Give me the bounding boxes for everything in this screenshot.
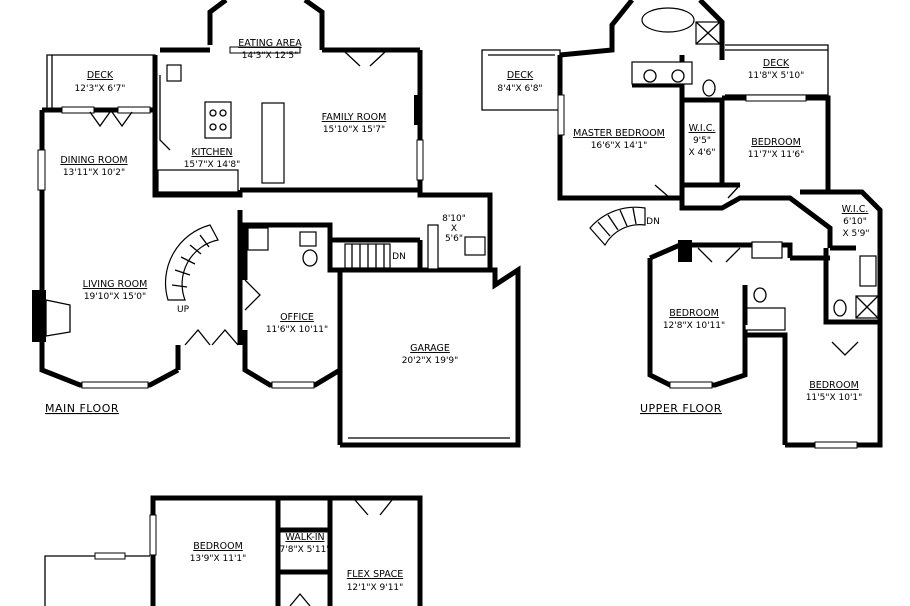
wic1-dim-1: 9'5" — [693, 136, 711, 146]
family-room-dim: 15'10"X 15'7" — [323, 125, 385, 135]
walkin-dim: 7'8"X 5'11" — [280, 545, 331, 555]
upper-floor-walls — [481, 0, 883, 449]
bedroom-lower-label: BEDROOM — [193, 541, 243, 552]
deck-upper-right-label: DECK — [763, 58, 790, 69]
bedroom1-dim: 11'7"X 11'6" — [748, 150, 805, 160]
pantry-dim-2: X — [451, 224, 457, 234]
main-floor-title: MAIN FLOOR — [45, 402, 119, 415]
deck-upper-left-dim: 8'4"X 6'8" — [497, 84, 542, 94]
garage-dim: 20'2"X 19'9" — [402, 356, 459, 366]
stair-up-label: UP — [177, 305, 190, 315]
wic1-label: W.I.C. — [689, 123, 716, 134]
office-label: OFFICE — [280, 312, 314, 323]
bedroom2-label: BEDROOM — [669, 308, 719, 319]
wic2-dim-1: 6'10" — [843, 217, 867, 227]
dining-room-label: DINING ROOM — [60, 155, 127, 166]
deck-upper-left-label: DECK — [507, 70, 534, 81]
flex-space-label: FLEX SPACE — [347, 569, 403, 580]
office-dim: 11'6"X 10'11" — [266, 325, 328, 335]
wic2-dim-2: X 5'9" — [842, 229, 869, 239]
stair-dn-upper-label: DN — [646, 217, 660, 227]
wic2-label: W.I.C. — [842, 204, 869, 215]
bedroom2-dim: 12'8"X 10'11" — [663, 321, 725, 331]
deck-main-dim: 12'3"X 6'7" — [75, 84, 126, 94]
eating-area-label: EATING AREA — [238, 38, 302, 49]
kitchen-dim: 15'7"X 14'8" — [184, 160, 241, 170]
deck-main-label: DECK — [87, 70, 114, 81]
master-bedroom-label: MASTER BEDROOM — [573, 128, 665, 139]
labels: MAIN FLOOR UPPER FLOOR EATING AREA 14'3"… — [45, 38, 870, 593]
bedroom1-label: BEDROOM — [751, 137, 801, 148]
flex-space-dim: 12'1"X 9'11" — [347, 583, 404, 593]
bedroom-lower-dim: 13'9"X 11'1" — [190, 554, 247, 564]
living-room-label: LIVING ROOM — [83, 279, 148, 290]
bedroom3-dim: 11'5"X 10'1" — [806, 393, 863, 403]
eating-area-dim: 14'3"X 12'5" — [242, 51, 299, 61]
pantry-dim-3: 5'6" — [445, 234, 463, 244]
living-room-dim: 19'10"X 15'0" — [84, 292, 146, 302]
walkin-label: WALK-IN — [285, 532, 324, 543]
pantry-dim-1: 8'10" — [442, 214, 466, 224]
lower-floor-walls — [44, 495, 423, 606]
master-bedroom-dim: 16'6"X 14'1" — [591, 141, 648, 151]
upper-floor-title: UPPER FLOOR — [640, 402, 722, 415]
kitchen-label: KITCHEN — [191, 147, 232, 158]
garage-label: GARAGE — [410, 343, 450, 354]
deck-upper-right-dim: 11'8"X 5'10" — [748, 71, 805, 81]
main-floor-walls — [32, 0, 521, 448]
dining-room-dim: 13'11"X 10'2" — [63, 168, 125, 178]
family-room-label: FAMILY ROOM — [322, 112, 387, 123]
bedroom3-label: BEDROOM — [809, 380, 859, 391]
wic1-dim-2: X 4'6" — [688, 148, 715, 158]
stair-dn-main-label: DN — [392, 252, 406, 262]
